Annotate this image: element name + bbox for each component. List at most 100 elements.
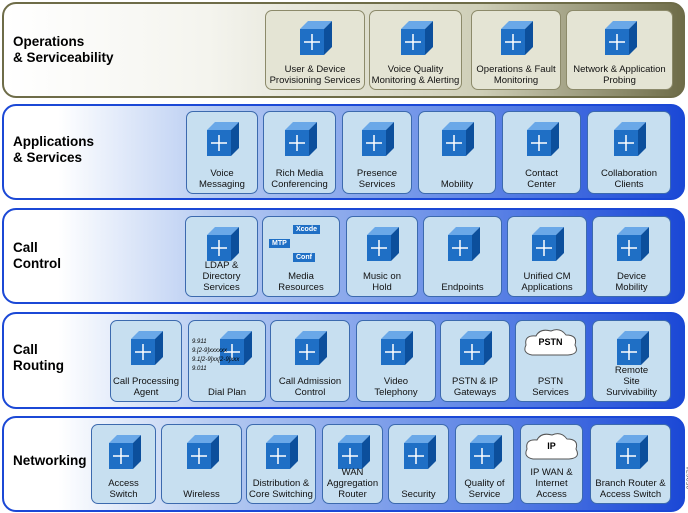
tile-label: Presence Services [356, 168, 398, 190]
multilayer-switch-icon [260, 431, 302, 476]
alarm-monitor-icon [495, 17, 537, 62]
branch-router-icon [610, 431, 652, 476]
device-mobility-icon [611, 223, 653, 268]
presence-server-icon [356, 118, 398, 163]
ip-phone-screens-icon [294, 17, 336, 62]
gateway-icon [454, 327, 496, 372]
component-tile[interactable]: Wireless [161, 424, 242, 504]
layer-title: Call Routing [13, 342, 64, 373]
firewall-icon [398, 431, 440, 476]
tile-label: Media Resources [278, 271, 324, 293]
tile-label: PSTN & IP Gateways [452, 376, 498, 398]
tile-label: WAN Aggregation Router [326, 467, 379, 500]
component-tile[interactable]: Security [388, 424, 449, 504]
layer-title: Applications & Services [13, 134, 95, 165]
switch-icon [103, 431, 145, 476]
video-phone-icon [375, 327, 417, 372]
endpoints-icon [442, 223, 484, 268]
component-tile[interactable]: Voice Quality Monitoring & Alerting [369, 10, 462, 90]
layer-title: Networking [13, 453, 87, 468]
dial-plan-icon [214, 327, 256, 372]
component-tile[interactable]: Mobility [418, 111, 496, 194]
cloud-label: PSTN [538, 337, 563, 347]
tile-label: User & Device Provisioning Services [269, 64, 361, 86]
wireless-icon [181, 431, 223, 476]
tile-label: Rich Media Conferencing [271, 168, 328, 190]
mobility-icon [436, 118, 478, 163]
tile-label: Voice Messaging [199, 168, 245, 190]
component-tile[interactable]: User & Device Provisioning Services [265, 10, 365, 90]
cloud-label: IP [547, 441, 556, 451]
component-tile[interactable]: Collaboration Clients [587, 111, 671, 194]
component-tile[interactable]: PSTN & IP Gateways [440, 320, 510, 402]
tile-label: IP WAN & Internet Access [530, 467, 573, 500]
component-tile[interactable]: Call Processing Agent [110, 320, 182, 402]
monitoring-magnifier-icon [395, 17, 437, 62]
laptop-clients-icon [608, 118, 650, 163]
component-tile[interactable]: Operations & Fault Monitoring [471, 10, 561, 90]
component-tile[interactable]: Remote Site Survivability [592, 320, 671, 402]
component-tile[interactable]: LDAP & Directory Services [185, 216, 258, 297]
layer-title: Operations & Serviceability [13, 34, 114, 65]
component-tile[interactable]: PSTN PSTN Services [515, 320, 586, 402]
music-on-hold-icon [361, 223, 403, 268]
contact-center-icon [521, 118, 563, 163]
tile-label: Collaboration Clients [601, 168, 657, 190]
media-resource-tag: Conf [293, 253, 315, 262]
component-tile[interactable]: Quality of Service [455, 424, 514, 504]
component-tile[interactable]: Endpoints [423, 216, 502, 297]
srst-router-icon [611, 327, 653, 372]
component-tile[interactable]: WAN Aggregation Router [322, 424, 383, 504]
component-tile[interactable]: Unified CM Applications [507, 216, 587, 297]
component-tile[interactable]: Contact Center [502, 111, 581, 194]
tile-label: Voice Quality Monitoring & Alerting [371, 64, 460, 86]
component-tile[interactable]: Rich Media Conferencing [263, 111, 336, 194]
component-tile[interactable]: Device Mobility [592, 216, 671, 297]
component-tile[interactable]: Call Admission Control [270, 320, 350, 402]
component-tile[interactable]: Access Switch [91, 424, 156, 504]
router-icon [332, 431, 374, 476]
tile-label: LDAP & Directory Services [202, 260, 241, 293]
component-tile[interactable]: Distribution & Core Switching [246, 424, 316, 504]
tile-label: Security [401, 489, 436, 500]
component-tile[interactable]: Music on Hold [346, 216, 418, 297]
component-tile[interactable]: IP IP WAN & Internet Access [520, 424, 583, 504]
tile-label: Music on Hold [362, 271, 401, 293]
unified-cm-icon [526, 223, 568, 268]
tile-label: Unified CM Applications [521, 271, 573, 293]
component-tile[interactable]: Presence Services [342, 111, 412, 194]
ip-cloud-icon: IP [523, 431, 581, 470]
tile-label: Mobility [440, 179, 474, 190]
dial-pattern: 9.011 [192, 366, 207, 372]
component-tile[interactable]: Video Telephony [356, 320, 436, 402]
component-tile[interactable]: Voice Messaging [186, 111, 258, 194]
tile-label: Network & Application Probing [573, 64, 666, 86]
tile-label: Operations & Fault Monitoring [476, 64, 556, 86]
qos-icon [464, 431, 506, 476]
tile-label: Dial Plan [207, 387, 247, 398]
tile-label: PSTN Services [532, 376, 569, 398]
media-resource-tag: MTP [269, 239, 290, 248]
tile-label: Contact Center [525, 168, 558, 190]
tile-label: Distribution & Core Switching [249, 478, 313, 500]
call-agent-mesh-icon [125, 327, 167, 372]
tile-label: Call Processing Agent [113, 376, 179, 398]
tile-label: Wireless [183, 489, 220, 500]
traffic-light-icon [289, 327, 331, 372]
dial-pattern: 9.1[2-9]xx[2-9]xxx [192, 357, 240, 363]
probe-icon [599, 17, 641, 62]
media-resource-tag: Xcode [293, 225, 321, 234]
layer-title: Call Control [13, 240, 61, 271]
tile-label: Access Switch [108, 478, 139, 500]
component-tile[interactable]: Branch Router & Access Switch [590, 424, 671, 504]
directory-icon [201, 223, 243, 268]
component-tile[interactable]: Network & Application Probing [566, 10, 673, 90]
tile-label: Endpoints [441, 282, 484, 293]
